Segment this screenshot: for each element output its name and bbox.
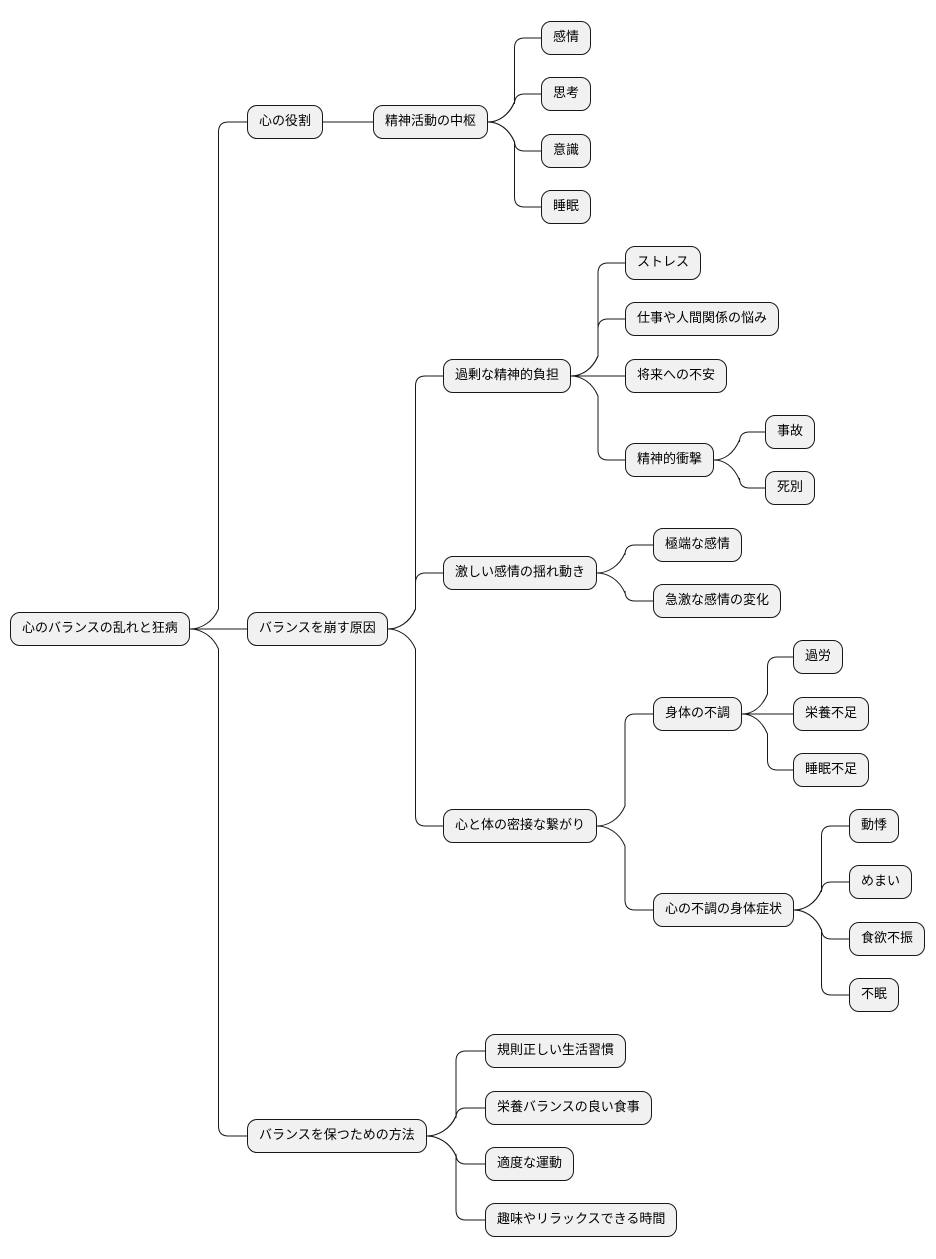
mindmap-edge [596, 713, 653, 827]
mindmap-edge [426, 1135, 485, 1221]
node-kajou-na-seishinteki-futan: 過剰な精神的負担 [443, 359, 572, 393]
node-seishin-katsudou-chusuu: 精神活動の中枢 [373, 105, 489, 139]
node-suimin-fusoku: 睡眠不足 [793, 753, 870, 787]
node-kyuugeki-kanjou-henka: 急激な感情の変化 [653, 584, 782, 618]
node-tekido-na-undou: 適度な運動 [485, 1147, 575, 1181]
node-eiyou-fusoku: 栄養不足 [793, 697, 870, 731]
node-eiyou-balance-shokuji: 栄養バランスの良い食事 [485, 1091, 652, 1125]
mindmap-edge [189, 628, 247, 1137]
node-kokoro-karada-tsunagari: 心と体の密接な繋がり [443, 809, 598, 843]
node-balance-kuzusu-genin: バランスを崩す原因 [247, 612, 388, 646]
node-fumin: 不眠 [849, 978, 900, 1012]
node-balance-tamotsu-houhou: バランスを保つための方法 [247, 1119, 427, 1153]
mindmap-edge [570, 375, 625, 461]
node-hageshii-kanjou-yure: 激しい感情の揺れ動き [443, 556, 598, 590]
node-seishinteki-shougeki: 精神的衝撃 [625, 443, 715, 477]
mindmap-edge [793, 825, 849, 911]
node-suimin: 睡眠 [541, 190, 592, 224]
mindmap-edge [387, 628, 443, 827]
mindmap-edge [793, 881, 849, 911]
node-kanjou: 感情 [541, 21, 592, 55]
mindmap-edge [426, 1107, 485, 1137]
mindmap-root: 心のバランスの乱れと狂病 [10, 612, 190, 646]
node-shikou: 思考 [541, 77, 592, 111]
node-shigoto-ningen-kankei: 仕事や人間関係の悩み [625, 302, 780, 336]
node-jiko: 事故 [765, 415, 816, 449]
node-memai: めまい [849, 865, 913, 899]
node-ishiki: 意識 [541, 134, 592, 168]
mindmap-edge [426, 1050, 485, 1137]
mindmap-edge [570, 318, 625, 377]
mindmap-edge [741, 656, 793, 715]
mindmap-edge [596, 825, 653, 911]
node-kyokutan-kanjou: 極端な感情 [653, 528, 743, 562]
mindmap-edge [487, 37, 541, 123]
mindmap-edge [713, 431, 765, 461]
node-karou: 過労 [793, 640, 844, 674]
mindmap-edge [793, 909, 849, 996]
mindmap-edge [713, 459, 765, 489]
mindmap-edge [189, 121, 247, 630]
mindmap-edge [387, 572, 443, 630]
mindmap-edge [487, 93, 541, 123]
mindmap-edge [487, 121, 541, 208]
mindmap-edge [596, 572, 653, 602]
node-shumi-relax-jikan: 趣味やリラックスできる時間 [485, 1203, 678, 1237]
node-kokoro-no-yakuwari: 心の役割 [247, 105, 324, 139]
node-shokuyoku-fushin: 食欲不振 [849, 922, 926, 956]
mindmap-edge [596, 544, 653, 574]
node-douki: 動悸 [849, 809, 900, 843]
node-kokoro-fuchou-shintai-shoujou: 心の不調の身体症状 [653, 893, 795, 927]
node-shourai-fuan: 将来への不安 [625, 359, 728, 393]
node-kisoku-tadashii-seikatsu: 規則正しい生活習慣 [485, 1034, 627, 1068]
mindmap-edge [741, 713, 793, 771]
node-shibetsu: 死別 [765, 471, 816, 505]
node-shintai-no-fuchou: 身体の不調 [653, 697, 743, 731]
node-stress: ストレス [625, 246, 702, 280]
